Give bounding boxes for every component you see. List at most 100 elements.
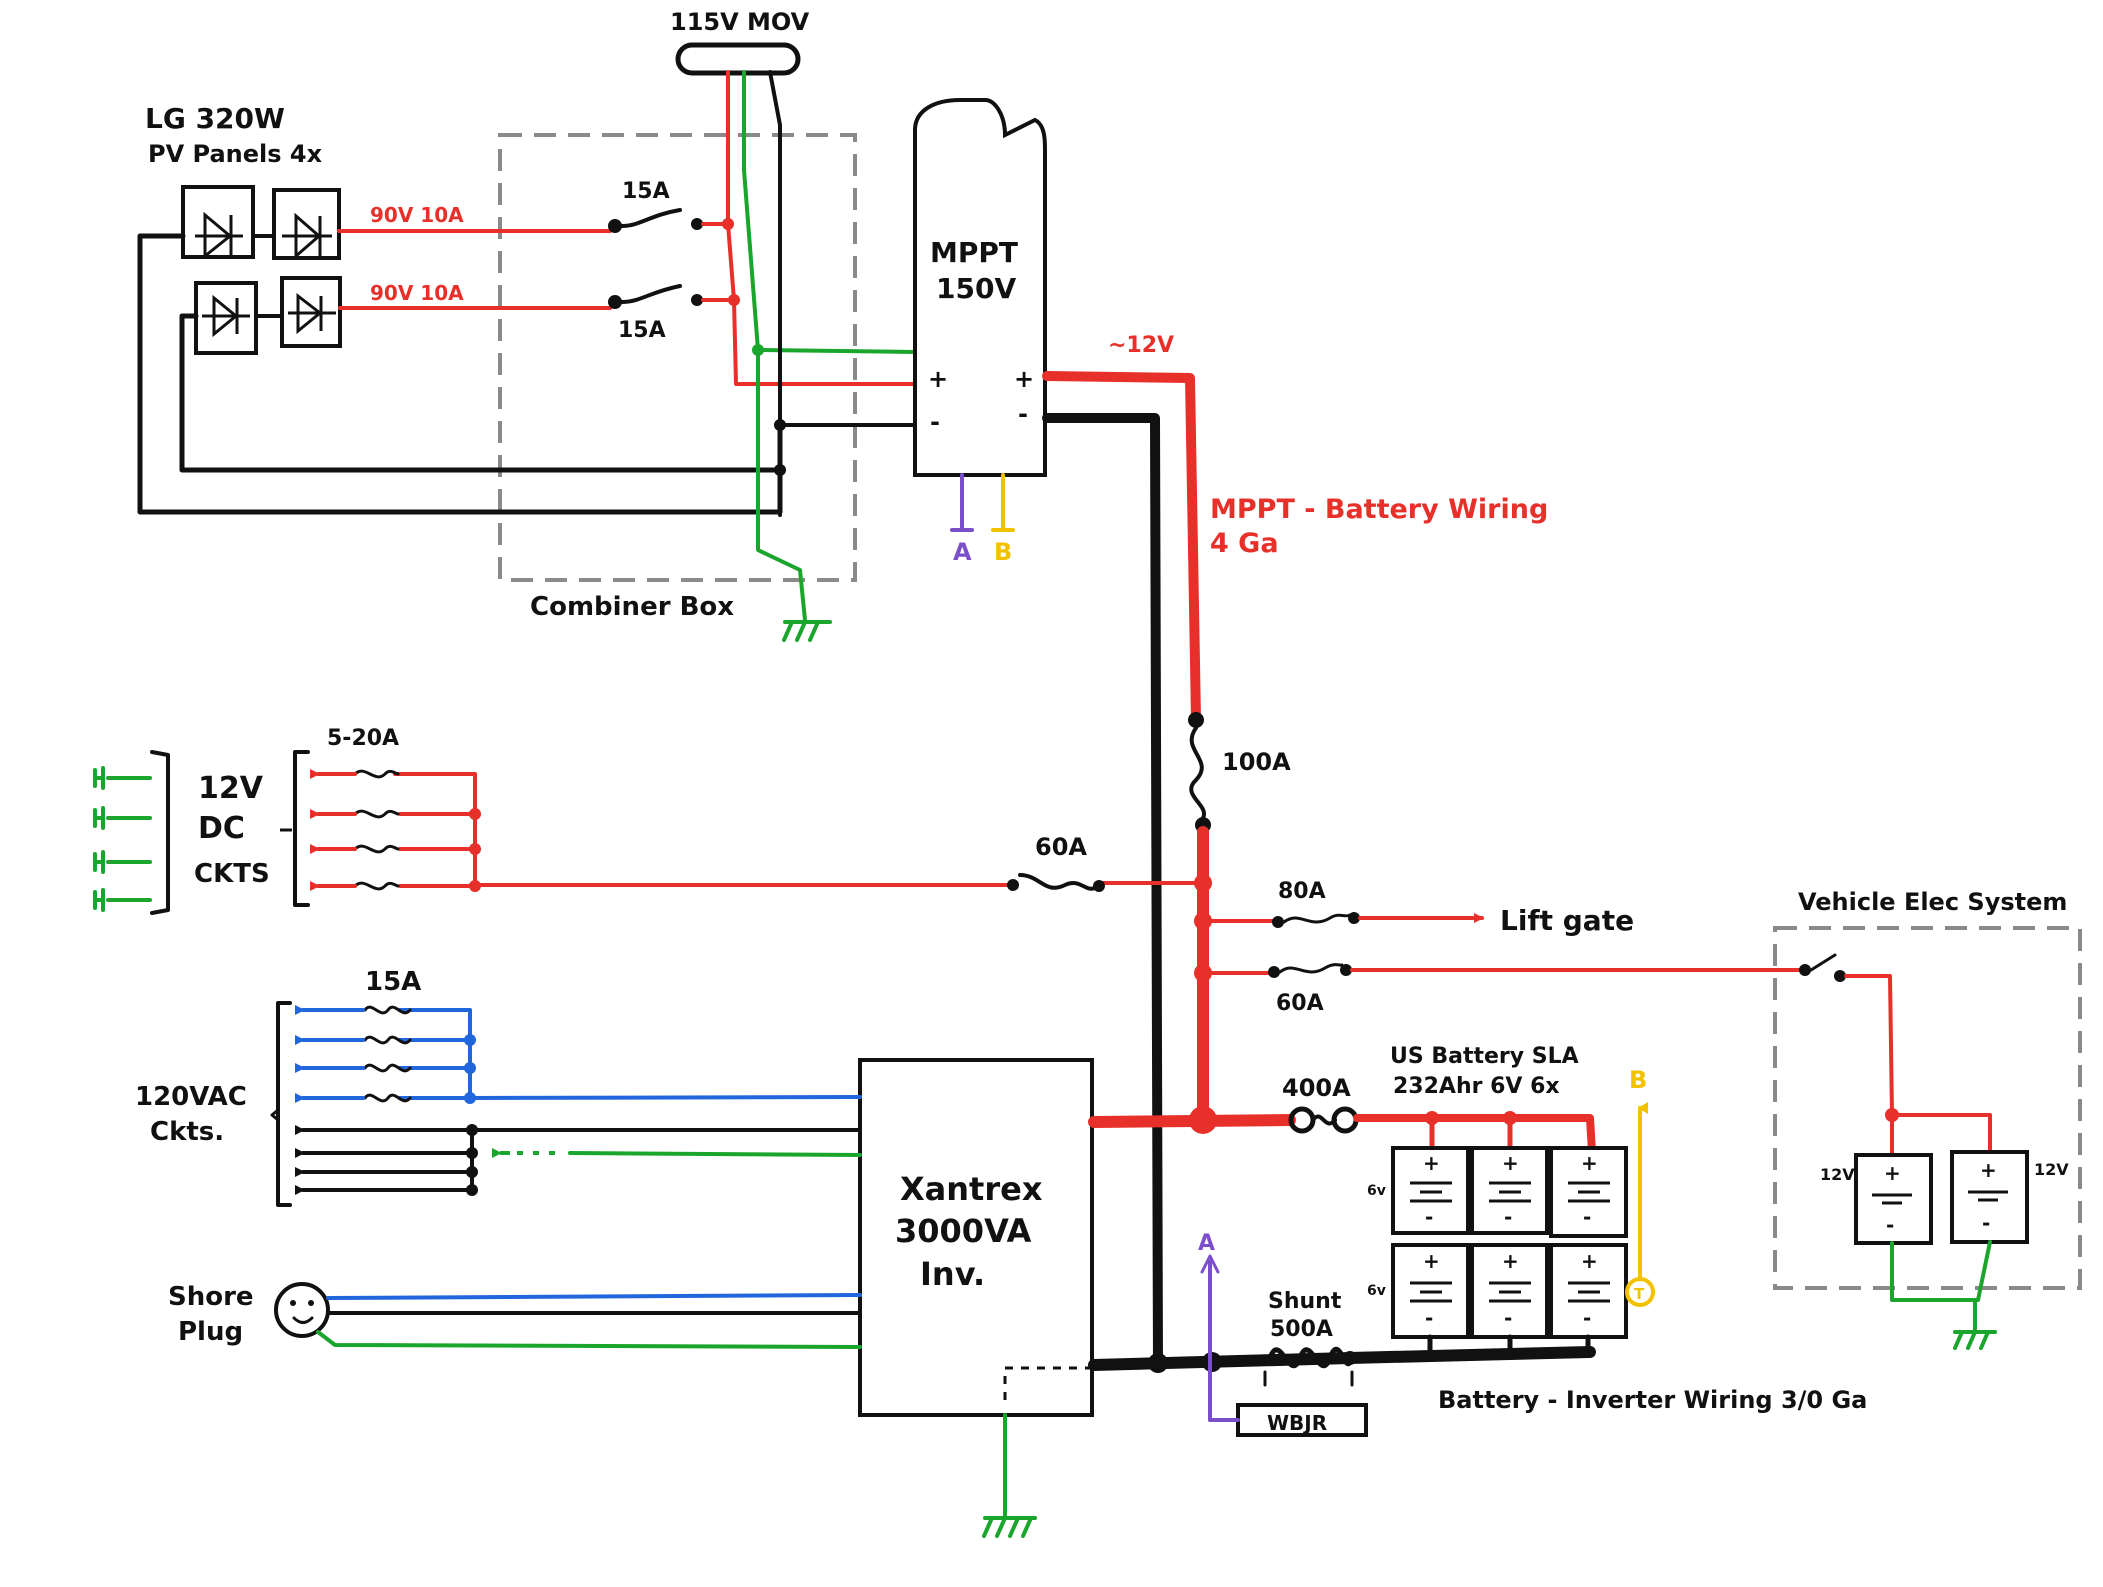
liftgate-circuit: 80A Lift gate xyxy=(1201,879,1634,937)
fuse-100a: 100A xyxy=(1188,712,1291,833)
mppt-sense-a: A xyxy=(953,538,972,566)
combiner-box: Combiner Box xyxy=(498,133,857,622)
inverter-label-line2: 3000VA xyxy=(895,1212,1032,1250)
panels-title: LG 320W xyxy=(145,102,285,135)
shore-label-line2: Plug xyxy=(178,1317,243,1347)
svg-text:+: + xyxy=(1423,1151,1440,1175)
mppt-pv-minus: - xyxy=(930,408,940,436)
mppt-wiring-title: MPPT - Battery Wiring xyxy=(1210,494,1548,525)
breaker-1-label: 15A xyxy=(622,179,670,204)
svg-text:-: - xyxy=(1504,1306,1512,1330)
battery-sense-b: B xyxy=(1629,1066,1647,1094)
mppt-label-line1: MPPT xyxy=(930,236,1018,269)
combiner-box-label: Combiner Box xyxy=(530,592,734,622)
battery-cell-6: + - xyxy=(1549,1243,1628,1339)
battery-bank-line2: 232Ahr 6V 6x xyxy=(1393,1074,1560,1099)
battery-bank: US Battery SLA 232Ahr 6V 6x 6v 6v + - + … xyxy=(1367,1044,1628,1355)
svg-text:+: + xyxy=(1884,1161,1901,1185)
mppt-battery-negative xyxy=(1042,413,1163,1370)
shunt-label-line1: Shunt xyxy=(1268,1289,1342,1314)
pv-panel-3 xyxy=(194,281,258,355)
liftgate-label: Lift gate xyxy=(1500,904,1634,937)
svg-text:+: + xyxy=(1581,1249,1598,1273)
mov-label: 115V MOV xyxy=(670,8,810,36)
mppt-sense-b: B xyxy=(994,538,1012,566)
battery-sense-a: A xyxy=(1198,1231,1215,1256)
svg-text:+: + xyxy=(1581,1151,1598,1175)
svg-text:+: + xyxy=(1502,1151,1519,1175)
inverter-label-line3: Inv. xyxy=(920,1255,985,1293)
dc-circuits-label: 12V DC CKTS xyxy=(150,750,292,915)
dc-label-line1: 12V xyxy=(198,771,264,806)
mppt-batt-plus: + xyxy=(1014,365,1034,393)
fuse-80a-label: 80A xyxy=(1278,879,1326,904)
dc-branch-fuse-label: 5-20A xyxy=(327,726,399,751)
fuse-100a-label: 100A xyxy=(1222,748,1291,776)
svg-text:-: - xyxy=(1583,1205,1591,1229)
svg-text:-: - xyxy=(1425,1205,1433,1229)
vehicle-battery-2: + - xyxy=(1950,1150,2029,1244)
fuse-60a-vehicle-label: 60A xyxy=(1276,991,1324,1016)
battery-row1-voltage: 6v xyxy=(1367,1183,1386,1199)
xantrex-inverter: Xantrex 3000VA Inv. xyxy=(858,1058,1094,1517)
mppt-sense-wires xyxy=(950,473,1015,532)
battery-cell-4: + - xyxy=(1391,1243,1470,1339)
battery-inverter-negative xyxy=(1088,1346,1596,1371)
mppt-pv-plus: + xyxy=(928,365,948,393)
panels-subtitle: PV Panels 4x xyxy=(148,140,323,168)
mppt-controller: MPPT 150V + - + - xyxy=(913,98,1047,477)
battery-cell-5: + - xyxy=(1470,1243,1549,1339)
ground-symbol-combiner xyxy=(782,620,832,642)
pv-panel-2 xyxy=(272,188,341,260)
shunt-500a: Shunt 500A xyxy=(1263,1289,1355,1387)
dc-label-line3: CKTS xyxy=(194,859,270,889)
battery-cell-2: + - xyxy=(1470,1146,1549,1235)
svg-text:-: - xyxy=(1583,1306,1591,1330)
mppt-batt-minus: - xyxy=(1018,400,1028,428)
pv-panels: LG 320W PV Panels 4x xyxy=(145,102,342,355)
ground-symbol-vehicle xyxy=(1953,1330,1997,1350)
dc-branch-fuses: 5-20A xyxy=(293,726,400,907)
ac-label-line1: 120VAC xyxy=(135,1082,247,1112)
dc-circuits-grounds xyxy=(93,766,152,912)
pv-positive-wiring xyxy=(337,229,612,310)
temp-sensor-label: T xyxy=(1634,1285,1645,1303)
fuse-60a-dc: 60A xyxy=(1007,833,1105,892)
vehicle-battery-1-voltage: 12V xyxy=(1820,1165,1855,1184)
shunt-label-line2: 500A xyxy=(1270,1317,1333,1342)
mppt-label-line2: 150V xyxy=(936,272,1016,305)
inverter-label-line1: Xantrex xyxy=(900,1170,1043,1208)
breaker-2-label: 15A xyxy=(618,318,666,343)
mov-leads xyxy=(742,70,917,622)
pv-panel-1 xyxy=(181,185,255,260)
svg-text:-: - xyxy=(1982,1211,1990,1235)
battery-row2-voltage: 6v xyxy=(1367,1283,1386,1299)
inverter-wiring-label: Battery - Inverter Wiring 3/0 Ga xyxy=(1438,1386,1867,1414)
mppt-output-voltage: ~12V xyxy=(1108,333,1174,358)
svg-text:+: + xyxy=(1502,1249,1519,1273)
fuse-400a-label: 400A xyxy=(1282,1074,1351,1102)
svg-text:+: + xyxy=(1980,1158,1997,1182)
string-2-rating: 90V 10A xyxy=(370,281,464,305)
battery-bank-line1: US Battery SLA xyxy=(1390,1044,1579,1069)
fuse-15a-ac-label: 15A xyxy=(365,967,421,997)
svg-text:-: - xyxy=(1425,1306,1433,1330)
mppt-wiring-gauge: 4 Ga xyxy=(1210,528,1279,559)
vehicle-battery-1: + - xyxy=(1854,1153,1933,1245)
vehicle-elec-system: Vehicle Elec System + - + - 12V 12V xyxy=(1773,888,2082,1350)
breaker-15a-2: 15A xyxy=(608,284,703,343)
breaker-15a-1: 15A xyxy=(608,179,703,233)
fuse-400a: 400A xyxy=(1282,1074,1359,1134)
wbjr-monitor: WBJR A xyxy=(1198,1231,1368,1437)
shore-plug: Shore Plug xyxy=(168,1282,330,1347)
vehicle-system-label: Vehicle Elec System xyxy=(1798,888,2067,916)
ground-symbol-inverter xyxy=(982,1516,1037,1538)
string-1-rating: 90V 10A xyxy=(370,203,464,227)
svg-text:-: - xyxy=(1886,1213,1894,1237)
battery-cell-3: + - xyxy=(1549,1146,1628,1238)
dc-label-line2: DC xyxy=(198,811,245,846)
mppt-battery-positive xyxy=(1042,371,1201,725)
vehicle-feed-circuit: 60A xyxy=(1201,963,1802,1016)
svg-text:+: + xyxy=(1423,1249,1440,1273)
